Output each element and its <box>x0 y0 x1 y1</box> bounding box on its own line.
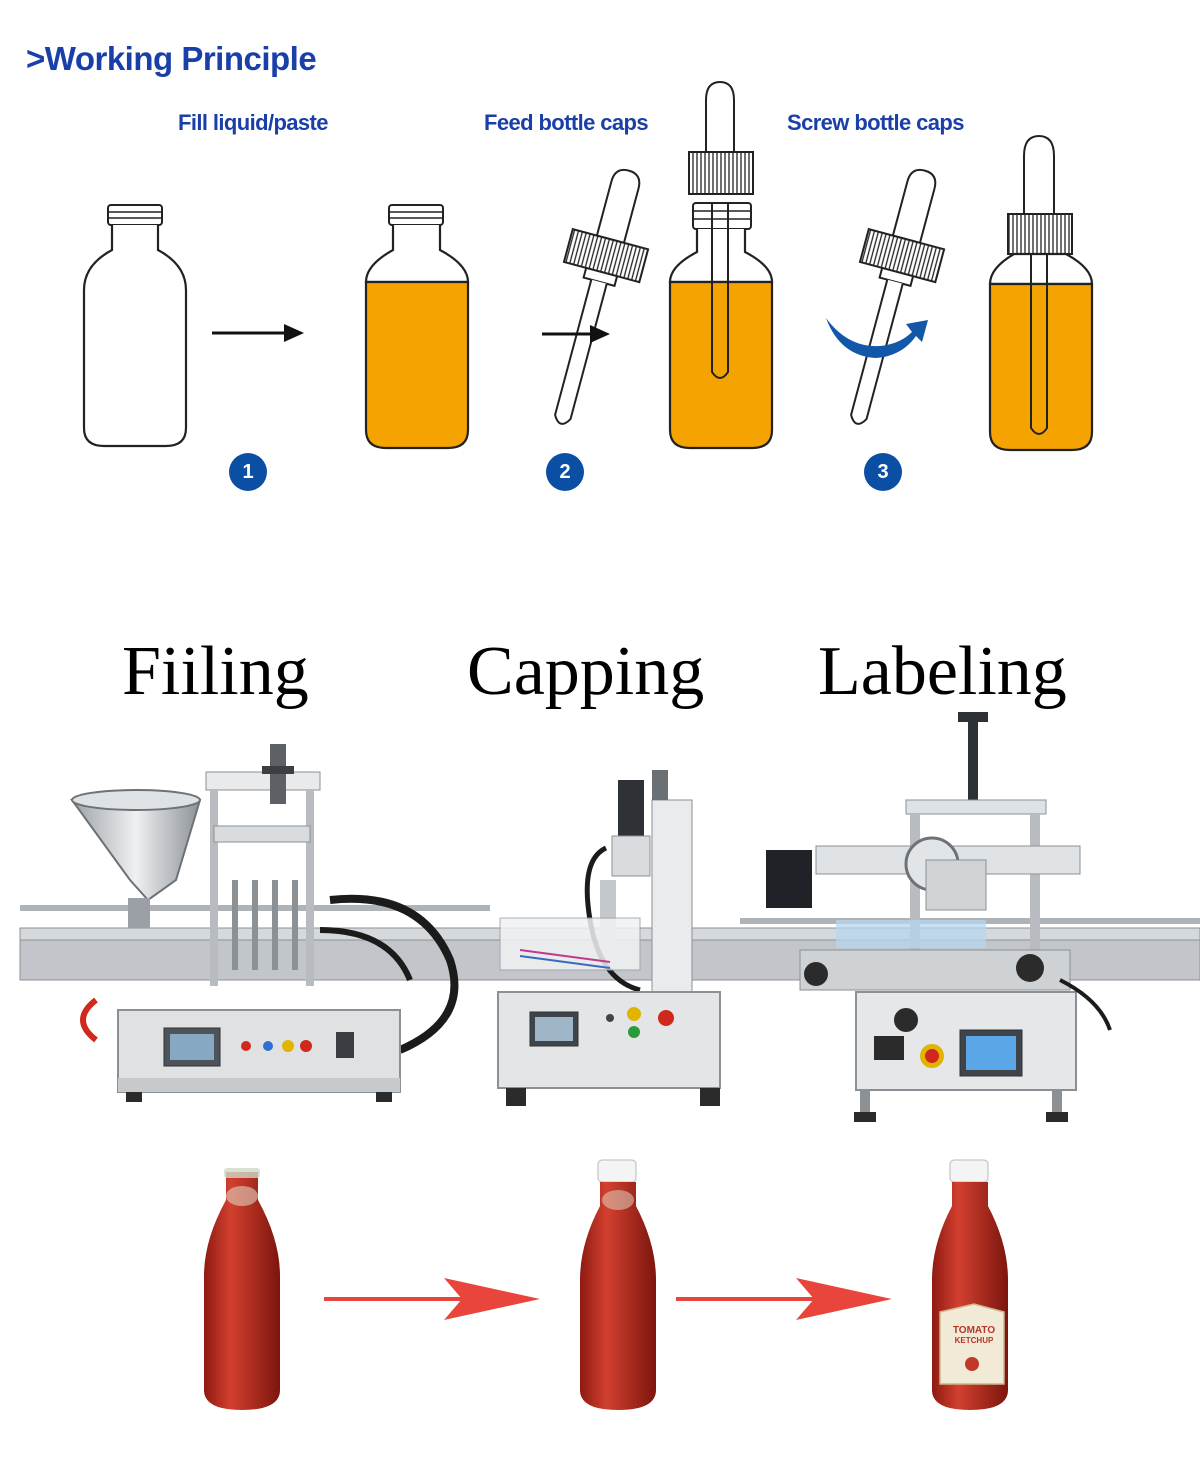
dropper-cap-icon <box>554 168 650 425</box>
stage-title-filling: Fiiling <box>122 633 309 710</box>
bottle-with-floating-cap-icon <box>668 80 774 450</box>
rotate-arrow-icon <box>826 318 928 358</box>
step-2-badge: 2 <box>546 453 584 491</box>
page-title: >Working Principle <box>26 40 317 77</box>
step-2-label: Feed bottle caps <box>484 110 649 135</box>
filled-bottle-icon <box>364 204 470 450</box>
ketchup-label: TOMATO KETCHUP <box>942 1326 1006 1346</box>
arrow-right-icon <box>324 1278 540 1320</box>
step-1-badge: 1 <box>229 453 267 491</box>
ketchup-label-line2: KETCHUP <box>954 1336 994 1345</box>
filling-machine-image <box>70 744 459 1102</box>
arrow-right-icon <box>212 324 304 342</box>
ketchup-label-line1: TOMATO <box>952 1325 996 1336</box>
ketchup-bottle-capped <box>580 1159 656 1410</box>
capped-bottle-icon <box>988 134 1094 452</box>
step-3-badge: 3 <box>864 453 902 491</box>
arrow-right-icon <box>542 325 610 343</box>
dropper-cap-icon <box>850 168 946 425</box>
stage-title-capping: Capping <box>467 633 705 710</box>
empty-bottle-icon <box>82 204 188 448</box>
labeling-machine-image <box>766 712 1112 1122</box>
stage-title-labeling: Labeling <box>818 633 1067 710</box>
capping-machine-image <box>497 770 721 1106</box>
ketchup-bottle-labeled <box>932 1159 1008 1410</box>
step-1-label: Fill liquid/paste <box>178 110 329 135</box>
ketchup-bottle-uncapped <box>204 1168 280 1410</box>
step-3-label: Screw bottle caps <box>787 110 964 135</box>
arrow-right-icon <box>676 1278 892 1320</box>
